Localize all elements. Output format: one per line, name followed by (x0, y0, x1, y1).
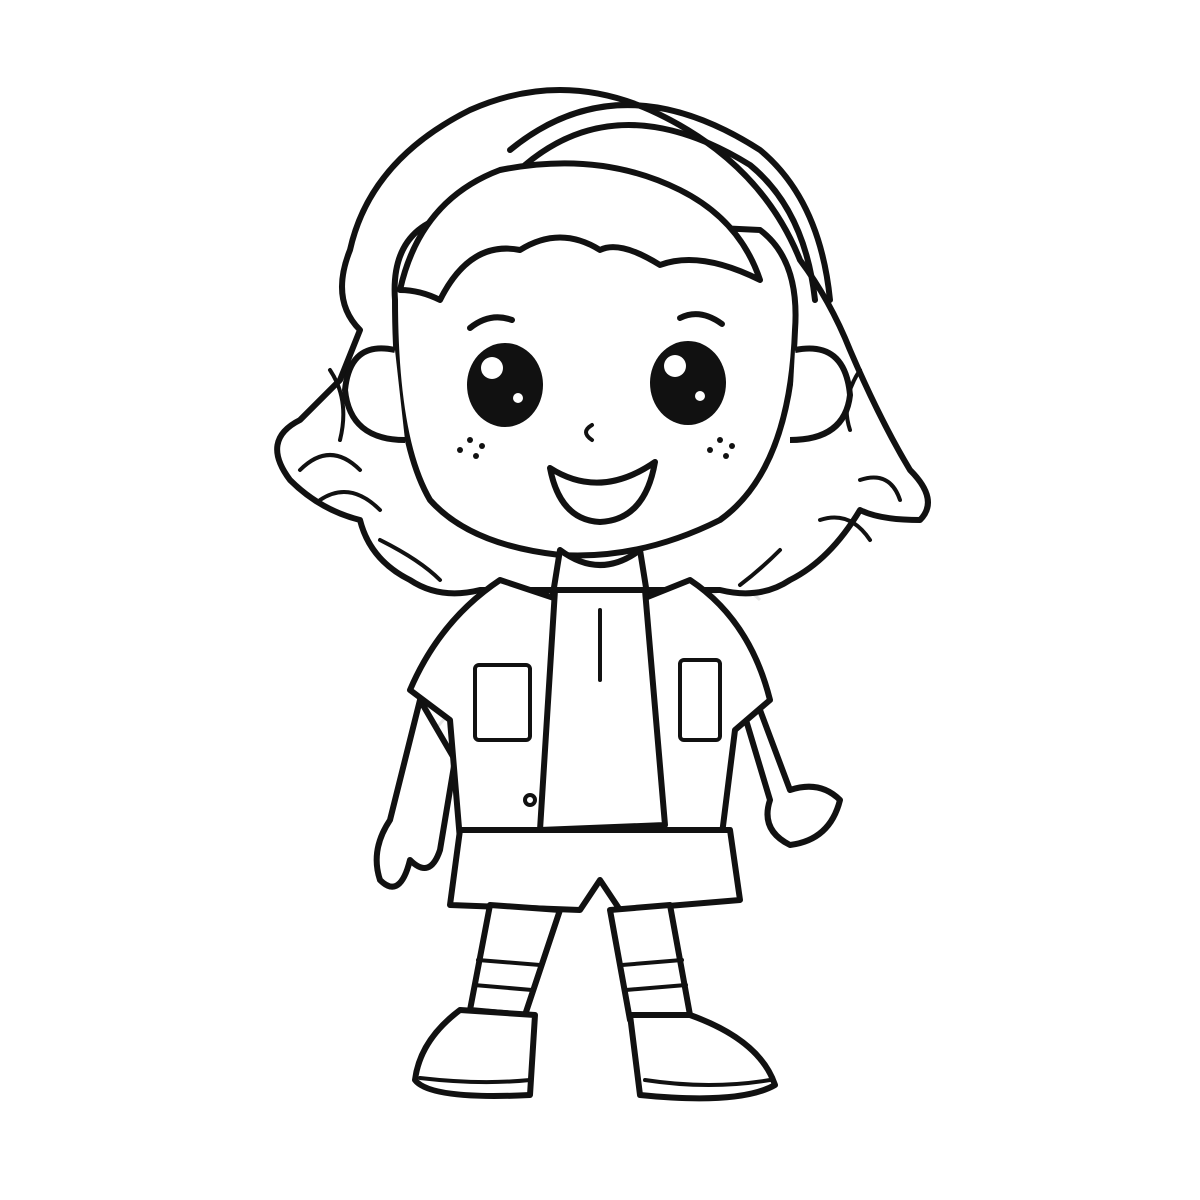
shorts (447, 827, 743, 913)
arms (373, 697, 843, 890)
nose (584, 423, 594, 442)
shirt (537, 587, 668, 833)
freckles (457, 437, 735, 459)
mouth (547, 459, 658, 525)
right-eye (650, 341, 726, 425)
right-pocket (678, 658, 722, 742)
left-shoe (412, 1007, 538, 1099)
jacket (407, 577, 773, 858)
left-arm (373, 697, 458, 890)
face (342, 160, 853, 559)
right-shoe (627, 1012, 778, 1102)
headband (507, 102, 833, 303)
right-ear (789, 345, 853, 443)
left-eye (467, 343, 543, 427)
left-pocket (473, 663, 532, 742)
left-ear (342, 345, 406, 443)
right-arm (737, 697, 843, 848)
